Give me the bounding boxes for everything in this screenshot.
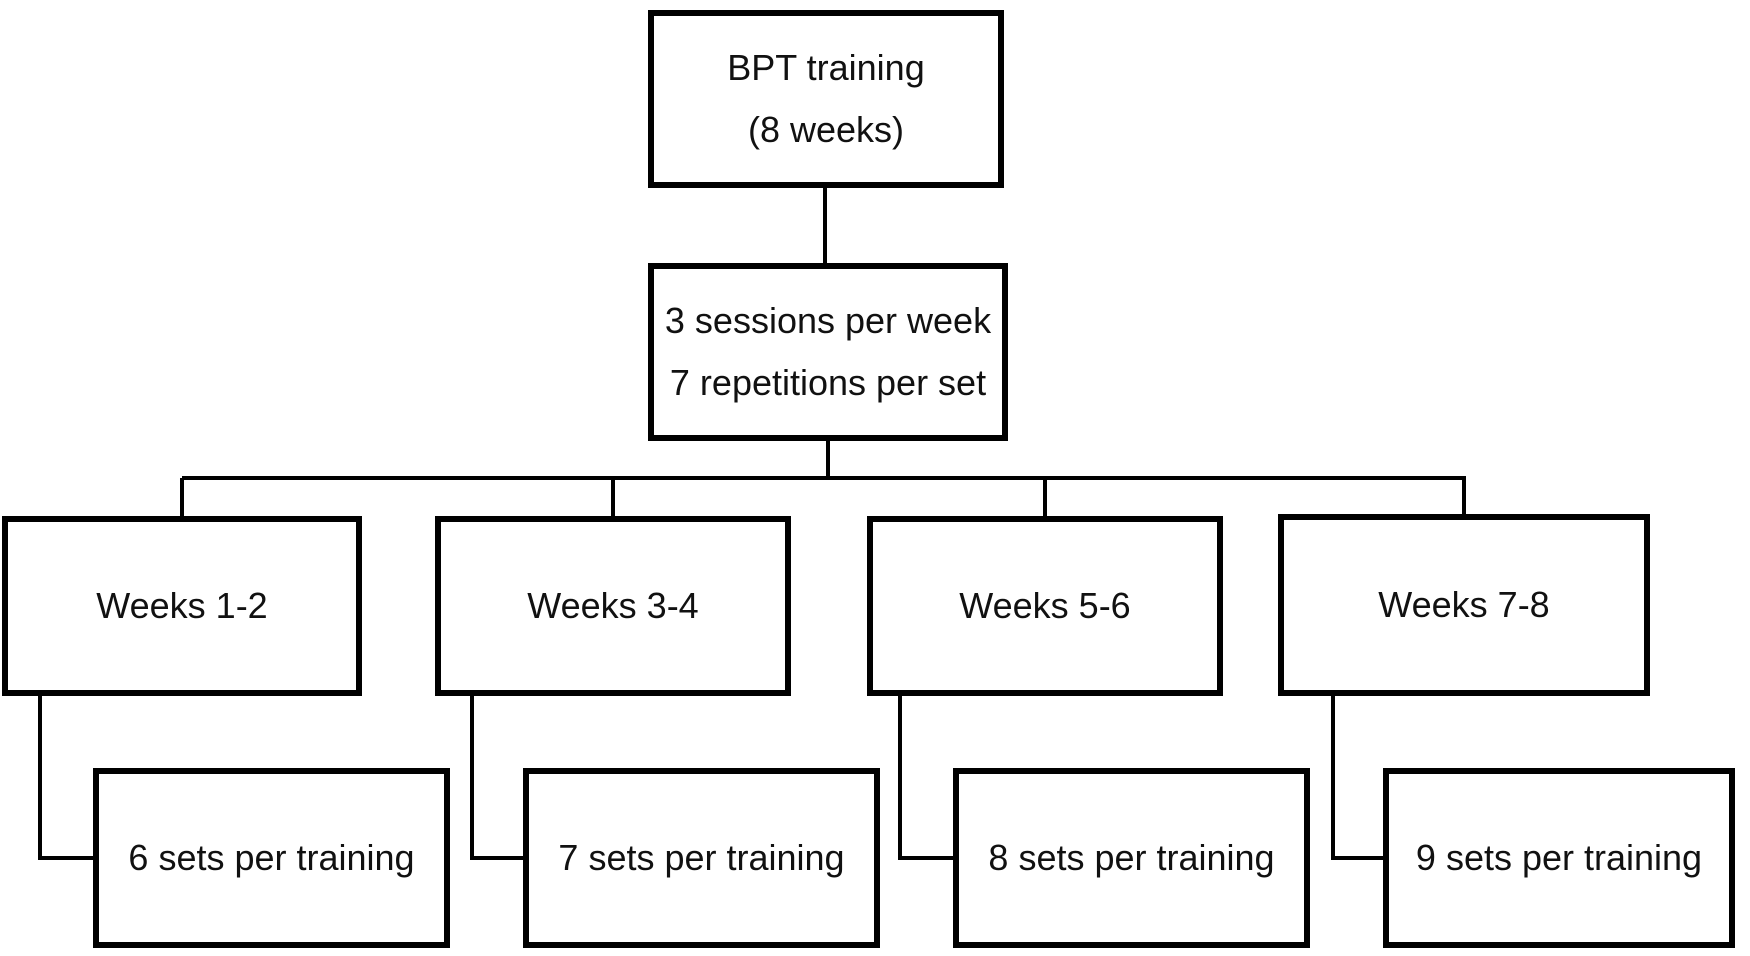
connector-elbow-weeks-1-2-horizontal (38, 856, 96, 860)
node-schedule-line2: 7 repetitions per set (669, 362, 987, 403)
connector-elbow-weeks-7-8-horizontal (1331, 856, 1386, 860)
connector-elbow-weeks-5-6-horizontal (898, 856, 956, 860)
node-6-sets-label: 6 sets per training (128, 837, 415, 878)
connector-drop-weeks-5-6 (1043, 478, 1047, 520)
node-6-sets-per-training: 6 sets per training (93, 768, 450, 948)
connector-schedule-to-bar (826, 440, 830, 480)
connector-distribution-bar (182, 476, 1466, 480)
node-8-sets-per-training: 8 sets per training (953, 768, 1310, 948)
connector-root-to-schedule (823, 186, 827, 266)
node-bpt-training: BPT training (8 weeks) (648, 10, 1004, 188)
node-8-sets-label: 8 sets per training (988, 837, 1275, 878)
node-weeks-3-4: Weeks 3-4 (435, 516, 791, 696)
connector-drop-weeks-7-8 (1462, 478, 1466, 520)
connector-elbow-weeks-3-4-horizontal (470, 856, 526, 860)
node-bpt-training-line2: (8 weeks) (747, 109, 905, 150)
connector-drop-weeks-3-4 (611, 478, 615, 520)
node-weeks-7-8-label: Weeks 7-8 (1378, 584, 1550, 625)
node-schedule-line1: 3 sessions per week (664, 300, 992, 341)
node-weeks-1-2: Weeks 1-2 (2, 516, 362, 696)
node-9-sets-per-training: 9 sets per training (1383, 768, 1735, 948)
node-weeks-7-8: Weeks 7-8 (1278, 514, 1650, 696)
node-weeks-3-4-label: Weeks 3-4 (527, 585, 699, 626)
node-weeks-5-6: Weeks 5-6 (867, 516, 1223, 696)
node-9-sets-label: 9 sets per training (1415, 837, 1703, 878)
connector-elbow-weeks-5-6-vertical (898, 694, 902, 860)
connector-elbow-weeks-3-4-vertical (470, 694, 474, 860)
node-7-sets-per-training: 7 sets per training (523, 768, 880, 948)
node-schedule: 3 sessions per week 7 repetitions per se… (648, 263, 1008, 441)
connector-drop-weeks-1-2 (180, 478, 184, 520)
node-bpt-training-line1: BPT training (727, 47, 925, 88)
connector-elbow-weeks-7-8-vertical (1331, 694, 1335, 860)
node-7-sets-label: 7 sets per training (558, 837, 845, 878)
node-weeks-5-6-label: Weeks 5-6 (959, 585, 1131, 626)
connector-elbow-weeks-1-2-vertical (38, 694, 42, 860)
node-weeks-1-2-label: Weeks 1-2 (96, 585, 268, 626)
